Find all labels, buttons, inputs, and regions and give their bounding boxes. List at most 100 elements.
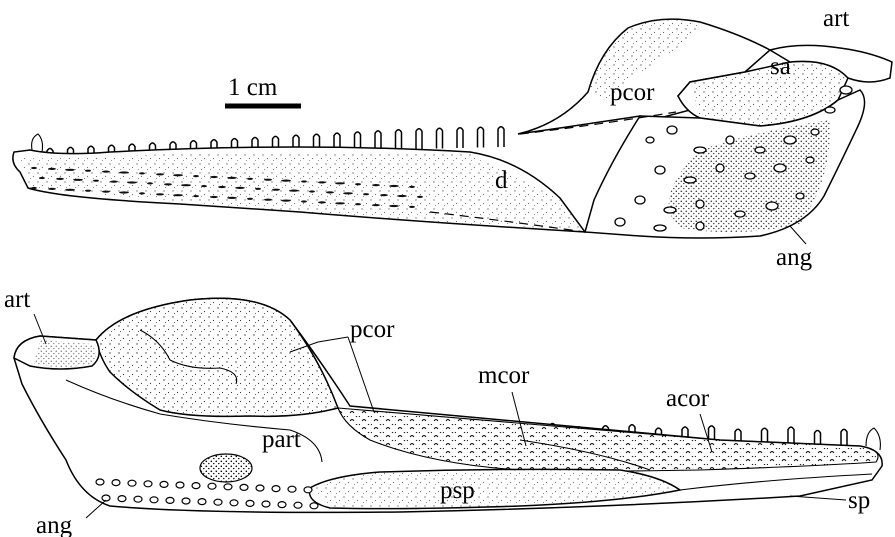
medial-pit xyxy=(112,480,120,486)
angular-pit xyxy=(635,196,645,204)
dentary-pore xyxy=(31,167,37,169)
lateral-tooth xyxy=(416,129,422,149)
medial-view: art pcor mcor acor part psp ang sp xyxy=(4,286,882,537)
lateral-tooth xyxy=(375,131,381,150)
dentary-pore xyxy=(48,168,56,170)
label-pcor-medial: pcor xyxy=(350,316,395,343)
dentary-pore xyxy=(110,181,118,183)
medial-anterior-tip xyxy=(866,428,880,450)
medial-pit xyxy=(294,502,302,508)
medial-pit xyxy=(144,481,152,487)
dentary-pore xyxy=(164,183,172,185)
label-acor: acor xyxy=(666,385,710,412)
angular-pit xyxy=(716,164,724,172)
dentary-pore xyxy=(281,200,291,202)
lateral-tooth xyxy=(396,130,402,150)
angular-pit xyxy=(615,218,625,226)
dentary-pore xyxy=(264,199,272,201)
label-ang-lateral: ang xyxy=(776,244,813,271)
angular-pit xyxy=(646,137,654,143)
medial-tooth xyxy=(841,429,847,446)
dentary-pore xyxy=(139,192,145,194)
dentary-pore xyxy=(255,188,261,190)
lateral-tooth xyxy=(437,128,443,148)
dentary-pore xyxy=(389,185,399,187)
label-art-medial: art xyxy=(4,286,30,313)
dentary-pore xyxy=(301,200,307,202)
dentary-pore xyxy=(264,179,272,181)
angular-pit xyxy=(684,177,696,183)
angular-pit xyxy=(784,136,796,144)
dentary-pore xyxy=(227,177,237,179)
label-mcor: mcor xyxy=(478,362,530,389)
dentary-pore xyxy=(417,196,423,198)
dentary-pore xyxy=(372,204,380,206)
dentary-pore xyxy=(139,172,145,174)
dentary-pore xyxy=(289,190,299,192)
dentary-pore xyxy=(335,182,345,184)
dentary-pore xyxy=(272,189,280,191)
angular-pit xyxy=(840,86,852,94)
dentary-pore xyxy=(318,201,326,203)
dentary-pore xyxy=(218,186,226,188)
dentary-pore xyxy=(65,189,75,191)
medial-pit xyxy=(240,484,248,490)
dentary-pore xyxy=(210,176,218,178)
label-art-lateral: art xyxy=(823,5,849,32)
dentary-pore xyxy=(389,205,399,207)
dentary-pore xyxy=(372,184,380,186)
scale-bar-label: 1 cm xyxy=(228,74,278,101)
angular-pit xyxy=(774,164,786,172)
dentary-pore xyxy=(181,184,191,186)
angular-pit xyxy=(735,211,745,217)
dentary-pore xyxy=(193,195,199,197)
dentary-pore xyxy=(335,202,345,204)
angular-pit xyxy=(694,147,706,153)
medial-pit xyxy=(96,479,104,485)
medial-pit xyxy=(272,486,280,492)
medial-pit xyxy=(278,502,286,508)
lateral-tooth xyxy=(498,127,504,147)
label-pcor-lateral: pcor xyxy=(610,79,655,106)
dentary-pore xyxy=(31,187,37,189)
dentary-pore xyxy=(102,171,110,173)
angular-pit xyxy=(766,202,778,210)
dentary-pore xyxy=(409,206,415,208)
dentary-pore xyxy=(363,193,369,195)
dentary-pore xyxy=(156,193,164,195)
label-psp: psp xyxy=(440,477,475,504)
dentary-pore xyxy=(193,175,199,177)
angular-pit xyxy=(726,136,734,144)
scale-bar: 1 cm xyxy=(225,74,301,106)
angular-pit xyxy=(655,166,665,174)
dentary-pore xyxy=(247,178,253,180)
dentary-pore xyxy=(227,197,237,199)
dentary-pore xyxy=(318,181,326,183)
leader-ang-medial xyxy=(86,500,106,518)
medial-pit xyxy=(198,499,206,505)
dentary-pore xyxy=(85,170,91,172)
dentary-pore xyxy=(281,180,291,182)
dentary-pore xyxy=(73,179,83,181)
dentary-pore xyxy=(355,183,361,185)
dentary-pore xyxy=(39,177,45,179)
medial-pit xyxy=(304,487,312,493)
dentary-pore xyxy=(65,169,75,171)
medial-pit xyxy=(288,486,296,492)
angular-pit xyxy=(664,207,676,213)
dentary-pore xyxy=(343,192,353,194)
dentary-pore xyxy=(301,180,307,182)
medial-pit xyxy=(214,499,222,505)
dentary-pore xyxy=(247,198,253,200)
medial-pit xyxy=(118,496,126,502)
angular-pit xyxy=(755,147,765,153)
dentary-pore xyxy=(173,174,183,176)
label-part: part xyxy=(262,426,301,453)
dentary-pore xyxy=(119,191,129,193)
medial-pit xyxy=(166,497,174,503)
dentary-pore xyxy=(309,190,315,192)
angular-pit xyxy=(796,193,804,199)
dentary-pore xyxy=(56,178,64,180)
medial-pit xyxy=(224,484,232,490)
